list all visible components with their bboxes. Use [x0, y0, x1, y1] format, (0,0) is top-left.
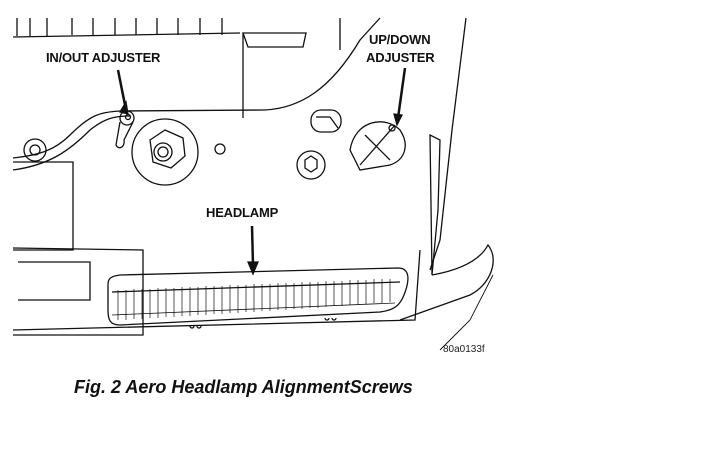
panel-outline [12, 17, 467, 336]
headlamp-label: HEADLAMP [206, 205, 279, 220]
bumper-block [18, 261, 91, 301]
headlamp-lens [107, 267, 409, 329]
up-down-adjuster-label: ADJUSTER [366, 50, 435, 65]
in-out-adjuster-label: IN/OUT ADJUSTER [46, 50, 161, 65]
arrows [116, 67, 407, 276]
top-grille [12, 18, 341, 118]
leader-line [439, 274, 494, 351]
nut [131, 118, 199, 186]
side-panel [399, 133, 494, 321]
figure-code: 80a0133f [443, 344, 485, 355]
hex-bolt [296, 150, 326, 180]
up-down-adjuster-screw [349, 121, 406, 171]
figure-caption: Fig. 2 Aero Headlamp AlignmentScrews [74, 377, 413, 397]
small-bolt-left [23, 138, 47, 162]
up-down-label: UP/DOWN [369, 32, 431, 47]
slot [310, 109, 342, 133]
hole [214, 143, 226, 155]
